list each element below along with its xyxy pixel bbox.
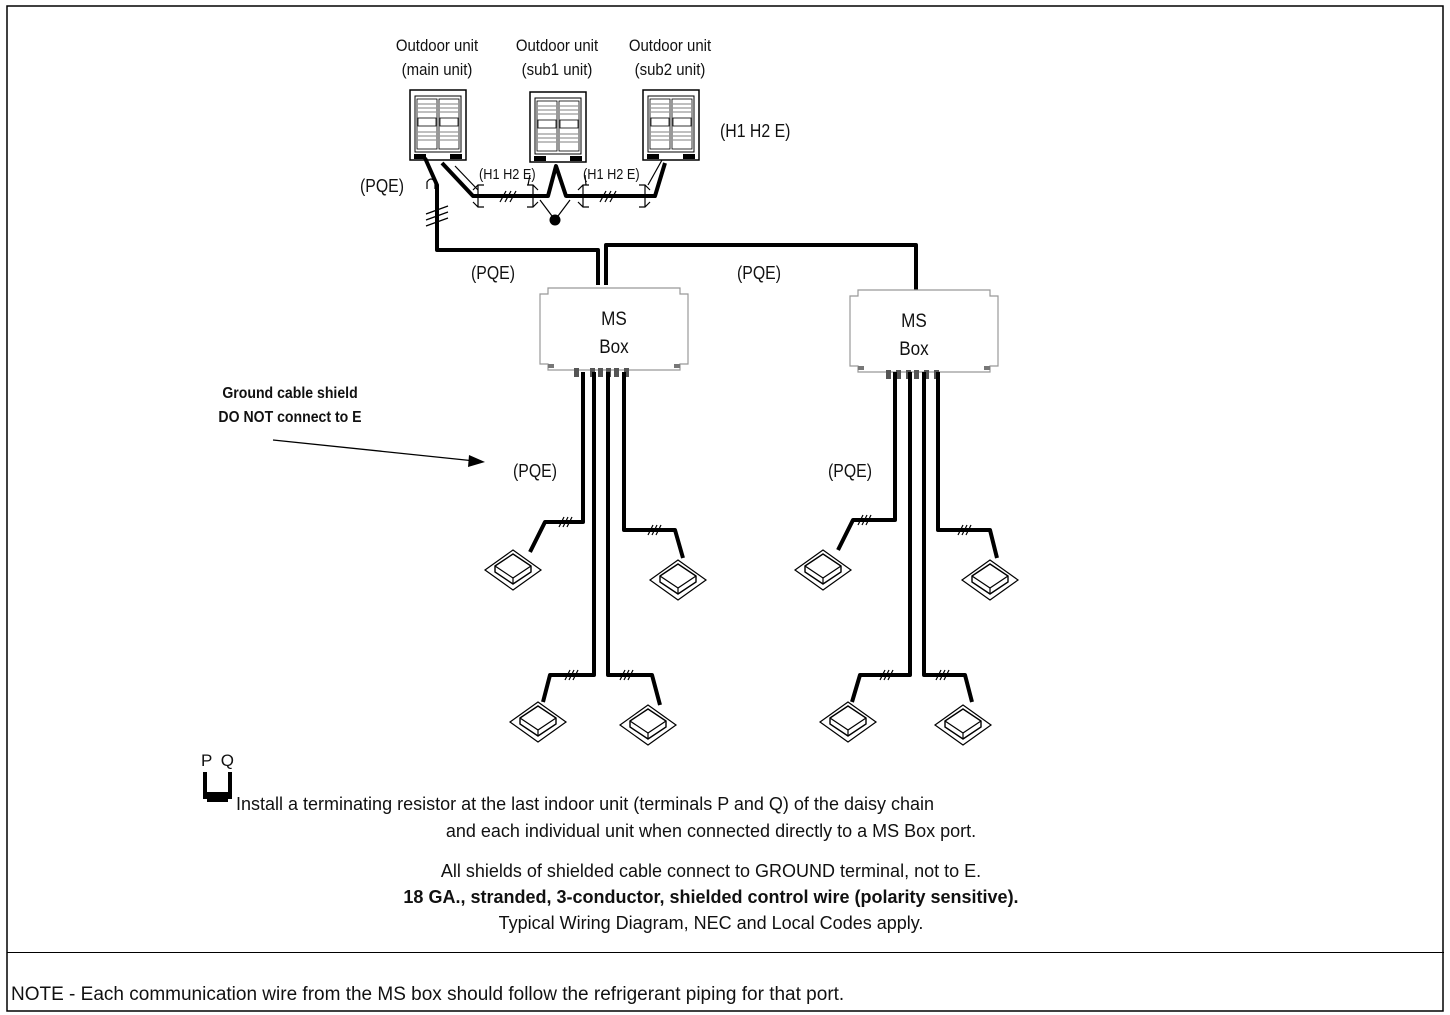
indoor-unit (961, 559, 1019, 601)
pqe-label-trunk-left: (PQE) (471, 263, 516, 283)
outdoor-unit-sub1-line2: (sub1 unit) (521, 60, 593, 79)
indoor-unit (484, 549, 542, 591)
footer-separator (7, 952, 1444, 953)
indoor-unit (619, 704, 677, 746)
h1h2e-label-right: (H1 H2 E) (720, 121, 791, 141)
outdoor-unit-sub1-label: Outdoor unit (sub1 unit) (500, 34, 614, 82)
ground-cable-note: Ground cable shield DO NOT connect to E (193, 382, 387, 430)
ms-box-left-line2: Box (599, 337, 629, 358)
ms-box-right-label: MS Box (869, 308, 959, 364)
outdoor-unit-main (409, 89, 467, 161)
outdoor-unit-sub2-line2: (sub2 unit) (634, 60, 706, 79)
typical-note: Typical Wiring Diagram, NEC and Local Co… (498, 913, 924, 933)
outdoor-pqe-wiring (423, 157, 918, 290)
indoor-unit (794, 549, 852, 591)
wire-spec-note: 18 GA., stranded, 3-conductor, shielded … (403, 887, 1019, 907)
ms-box-left-label: MS Box (569, 306, 659, 362)
outdoor-unit-sub1 (529, 91, 587, 163)
resistor-text-line2: and each individual unit when connected … (445, 821, 977, 841)
h1h2e-label-mid2: (H1 H2 E) (583, 166, 640, 183)
h1h2e-label-mid1: (H1 H2 E) (479, 166, 536, 183)
resistor-pq-label: P Q (201, 751, 236, 770)
pqe-label-branch-left: (PQE) (513, 461, 558, 481)
outdoor-unit-sub2-label: Outdoor unit (sub2 unit) (613, 34, 727, 82)
wire-brackets (454, 159, 663, 221)
pqe-label-outdoor: (PQE) (360, 176, 405, 196)
ms-box-left-line1: MS (601, 309, 627, 330)
indoor-unit (509, 701, 567, 743)
shields-note: All shields of shielded cable connect to… (440, 861, 982, 881)
ground-note-line1: Ground cable shield (222, 385, 358, 402)
ground-dot (549, 214, 561, 226)
ms-box-right-line2: Box (899, 339, 929, 360)
outdoor-h1h2e-wiring (440, 161, 667, 198)
outdoor-unit-main-label: Outdoor unit (main unit) (380, 34, 494, 82)
ground-note-line2: DO NOT connect to E (218, 409, 362, 426)
outdoor-unit-main-line2: (main unit) (401, 60, 473, 79)
outdoor-unit-sub1-line1: Outdoor unit (515, 36, 599, 55)
branch-wiring (528, 372, 999, 706)
pqe-ticks (425, 178, 449, 227)
ms-box-right-line1: MS (901, 311, 927, 332)
resistor-text-line1: Install a terminating resistor at the la… (236, 794, 935, 814)
outdoor-unit-sub2 (642, 89, 700, 161)
indoor-unit (649, 559, 707, 601)
outdoor-unit-sub2-line1: Outdoor unit (628, 36, 712, 55)
outdoor-unit-main-line1: Outdoor unit (395, 36, 479, 55)
tick-marks (499, 190, 617, 203)
page-border (6, 5, 1444, 1012)
indoor-unit (819, 701, 877, 743)
pqe-label-trunk-right: (PQE) (737, 263, 782, 283)
footer-note: NOTE - Each communication wire from the … (11, 984, 845, 1005)
pqe-label-branch-right: (PQE) (828, 461, 873, 481)
terminating-resistor-icon (203, 772, 232, 802)
indoor-unit (934, 704, 992, 746)
branch-ticks (558, 514, 972, 681)
ground-note-arrow (272, 439, 485, 467)
